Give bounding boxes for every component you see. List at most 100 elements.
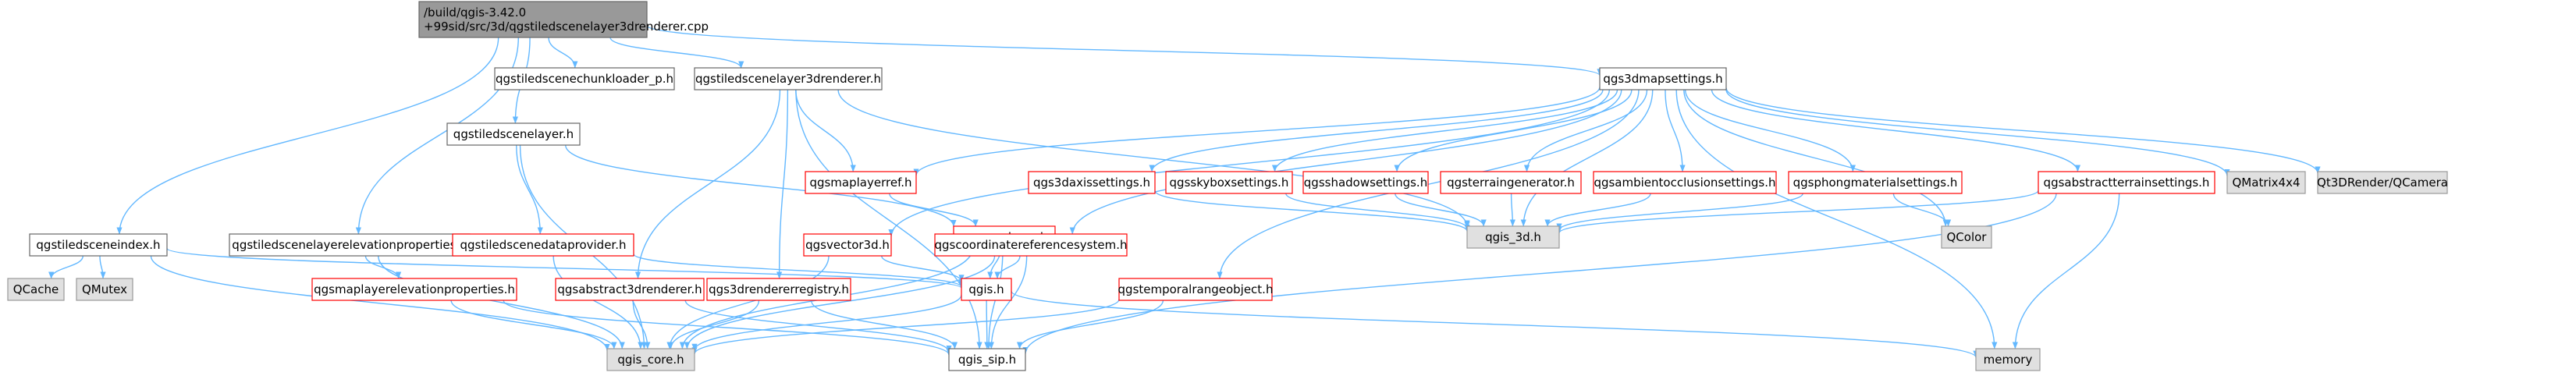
node-box bbox=[934, 233, 1128, 257]
edge-l3drenderer-to-qgis3d bbox=[837, 89, 1470, 228]
edge-vector3d-to-core bbox=[666, 255, 830, 349]
node-label: qgis_3d.h bbox=[1485, 230, 1541, 245]
node-skybox[interactable]: qgsskyboxsettings.h bbox=[1165, 171, 1293, 194]
edge-l3drenderer-to-maplayerref bbox=[795, 89, 856, 172]
edge-elevprops-to-core bbox=[378, 255, 625, 349]
node-box bbox=[1165, 171, 1293, 194]
node-label: /build/qgis-3.42.0 bbox=[424, 5, 526, 20]
node-l3drenderer[interactable]: qgstiledscenelayer3drenderer.h bbox=[694, 67, 883, 90]
node-label: memory bbox=[1984, 353, 2033, 367]
node-vector3d[interactable]: qgsvector3d.h bbox=[803, 233, 892, 257]
edge-sceneindex-to-qgis bbox=[166, 247, 965, 289]
node-box bbox=[418, 1, 648, 38]
edge-registry-to-sip bbox=[810, 300, 958, 349]
edge-skybox-to-qgis3d bbox=[1285, 193, 1470, 229]
node-maplayerref[interactable]: qgsmaplayerref.h bbox=[805, 171, 917, 194]
edge-dataprovider-to-qgis bbox=[633, 254, 965, 288]
edge-terraingen-to-qgis3d bbox=[1509, 193, 1515, 227]
edge-abs3d-to-core bbox=[632, 300, 651, 349]
edge-mapsettings-to-maplayerref bbox=[913, 87, 1601, 176]
node-box bbox=[1466, 225, 1560, 249]
node-label: qgsmaplayerref.h bbox=[809, 176, 911, 190]
node-label: qgstiledscenelayer3drenderer.h bbox=[695, 72, 881, 86]
edge-root-to-chunkloader bbox=[548, 37, 578, 69]
node-box bbox=[694, 67, 883, 90]
node-box bbox=[2038, 171, 2215, 194]
node-label: Qt3DRender/QCamera bbox=[2317, 176, 2448, 190]
edge-sceneindex-to-qcache bbox=[48, 255, 84, 279]
edge-mapsettings-to-absterrain bbox=[1711, 89, 2080, 172]
edge-axis-to-qgis3d bbox=[1154, 190, 1470, 232]
edge-maplayerref-to-maplayer bbox=[889, 193, 979, 227]
node-phong[interactable]: qgsphongmaterialsettings.h bbox=[1788, 171, 1963, 194]
edge-mapsettings-to-qmatrix bbox=[1725, 89, 2230, 176]
edge-mapsettings-to-vector3d bbox=[888, 89, 1611, 237]
node-box bbox=[1440, 171, 1582, 194]
node-temporal[interactable]: qgstemporalrangeobject.h bbox=[1118, 278, 1274, 301]
node-qcolor: QColor bbox=[1941, 225, 1992, 249]
edge-mlelev-to-core bbox=[450, 300, 617, 349]
edge-mapsettings-to-temporal bbox=[1217, 89, 1640, 279]
edge-mapsettings-to-shadow bbox=[1394, 89, 1633, 172]
node-label: qgsskyboxsettings.h bbox=[1170, 176, 1289, 190]
node-label: QMutex bbox=[82, 282, 127, 296]
node-label: qgis_sip.h bbox=[958, 353, 1016, 367]
node-dataprovider[interactable]: qgstiledscenedataprovider.h bbox=[452, 233, 634, 257]
node-label: qgsterraingenerator.h bbox=[1447, 176, 1575, 190]
edge-registry-to-core bbox=[667, 300, 760, 349]
node-label: qgsabstract3drenderer.h bbox=[557, 282, 702, 296]
node-qmatrix: QMatrix4x4 bbox=[2226, 171, 2306, 194]
node-absterrain[interactable]: qgsabstractterrainsettings.h bbox=[2038, 171, 2215, 194]
edge-absterrain-to-qgis3d bbox=[1556, 190, 2039, 234]
edge-mapsettings-to-qcamera bbox=[1725, 87, 2321, 174]
node-box bbox=[1599, 67, 1727, 90]
edge-crs-to-sip bbox=[988, 255, 1028, 349]
edge-l3drenderer-to-sip bbox=[795, 89, 982, 349]
edge-temporal-to-sip bbox=[1016, 300, 1164, 349]
node-box bbox=[7, 278, 65, 301]
edge-abs3d-to-sip bbox=[684, 300, 952, 353]
edge-qgis-to-core bbox=[691, 294, 962, 351]
node-box bbox=[76, 278, 133, 301]
edge-absterrain-to-sip bbox=[1022, 193, 2057, 354]
node-label: +99sid/src/3d/qgstiledscenelayer3drender… bbox=[424, 20, 709, 34]
node-registry[interactable]: qgs3drendererregistry.h bbox=[706, 278, 851, 301]
node-label: qgs3drendererregistry.h bbox=[709, 282, 849, 296]
node-axis[interactable]: qgs3daxissettings.h bbox=[1028, 171, 1156, 194]
edge-elevprops-to-mlelev bbox=[364, 255, 402, 279]
node-qcamera: Qt3DRender/QCamera bbox=[2317, 171, 2448, 194]
edge-shadow-to-qgis3d bbox=[1395, 193, 1487, 227]
node-label: qgsshadowsettings.h bbox=[1304, 176, 1427, 190]
node-core: qgis_core.h bbox=[606, 348, 695, 371]
node-sip[interactable]: qgis_sip.h bbox=[948, 348, 1026, 371]
node-qgis3d: qgis_3d.h bbox=[1466, 225, 1560, 249]
node-mapsettings[interactable]: qgs3dmapsettings.h bbox=[1599, 67, 1727, 90]
node-box bbox=[29, 233, 168, 257]
node-abs3d[interactable]: qgsabstract3drenderer.h bbox=[555, 278, 705, 301]
node-box bbox=[311, 278, 517, 301]
edge-crs-to-core bbox=[684, 255, 996, 349]
node-box bbox=[446, 122, 581, 146]
node-label: qgsabstractterrainsettings.h bbox=[2044, 176, 2210, 190]
node-chunkloader[interactable]: qgstiledscenechunkloader_p.h bbox=[494, 67, 675, 90]
node-qmutex: QMutex bbox=[76, 278, 133, 301]
node-crs[interactable]: qgscoordinatereferencesystem.h bbox=[934, 233, 1128, 257]
edge-vector3d-to-qgis bbox=[881, 255, 965, 282]
node-ambient[interactable]: qgsambientocclusionsettings.h bbox=[1593, 171, 1777, 194]
node-label: qgis.h bbox=[968, 282, 1004, 296]
node-terraingen[interactable]: qgsterraingenerator.h bbox=[1440, 171, 1582, 194]
node-scenelayer[interactable]: qgstiledscenelayer.h bbox=[446, 122, 581, 146]
node-box bbox=[1302, 171, 1429, 194]
node-mlelev[interactable]: qgsmaplayerelevationproperties.h bbox=[311, 278, 517, 301]
node-box bbox=[606, 348, 695, 371]
edge-mapsettings-to-qgis3d bbox=[1520, 89, 1654, 227]
node-box bbox=[1118, 278, 1273, 301]
node-shadow[interactable]: qgsshadowsettings.h bbox=[1302, 171, 1429, 194]
node-qgis[interactable]: qgis.h bbox=[961, 278, 1012, 301]
node-elevprops[interactable]: qgstiledscenelayerelevationproperties.h bbox=[229, 233, 471, 257]
edge-mapsettings-to-crs bbox=[1069, 89, 1622, 235]
node-sceneindex[interactable]: qgstiledsceneindex.h bbox=[29, 233, 168, 257]
edge-scenelayer-to-maplayer bbox=[565, 144, 957, 227]
node-box bbox=[1593, 171, 1777, 194]
node-root[interactable]: /build/qgis-3.42.0+99sid/src/3d/qgstiled… bbox=[418, 1, 709, 38]
